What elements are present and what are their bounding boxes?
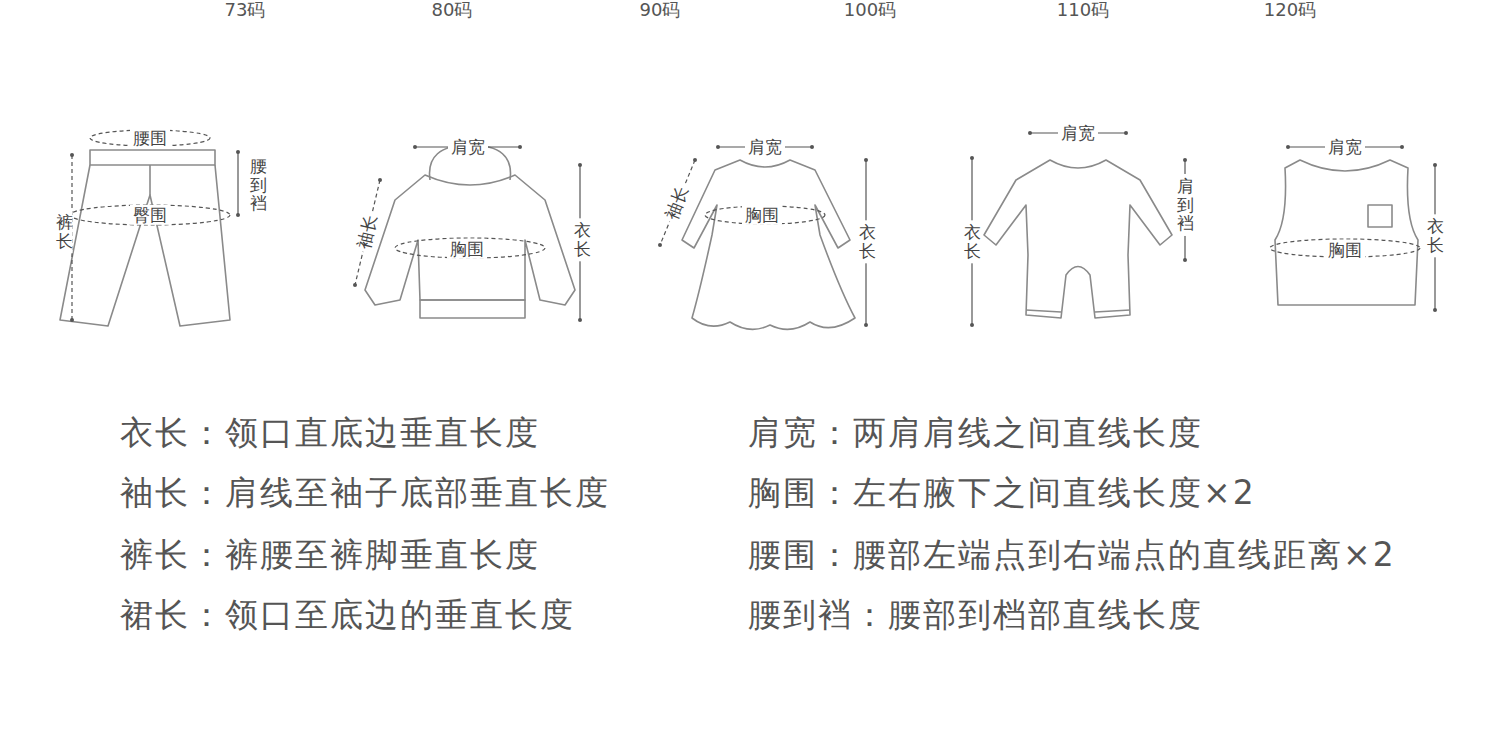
pants-waistband bbox=[90, 150, 215, 165]
size-label: 80码 bbox=[432, 0, 473, 22]
definition-text: 袖长：肩线至袖子底部垂直长度 bbox=[120, 473, 610, 513]
dimension-label: 衣长 bbox=[1427, 214, 1444, 257]
size-label: 110码 bbox=[1057, 0, 1109, 22]
definition-text: 衣长：领口直底边垂直长度 bbox=[120, 413, 540, 453]
dimension-label: 肩到裆 bbox=[1177, 174, 1194, 236]
pants-seam bbox=[149, 165, 151, 195]
dress-outline bbox=[682, 160, 855, 329]
sweater-outline bbox=[365, 175, 575, 305]
dimension-label: 肩宽 bbox=[1058, 123, 1098, 143]
dimension-label: 衣长 bbox=[574, 218, 591, 261]
romper-cuffs bbox=[1026, 310, 1130, 312]
dimension-label: 衣长 bbox=[964, 220, 981, 263]
rise-measure bbox=[237, 152, 238, 215]
vest-outline bbox=[1275, 160, 1418, 305]
dimension-label: 衣长 bbox=[859, 220, 876, 263]
definition-text: 腰围：腰部左端点到右端点的直线距离×2 bbox=[748, 535, 1396, 575]
dimension-label: 袖长 bbox=[353, 210, 382, 254]
dimension-label: 袖长 bbox=[660, 181, 694, 226]
pants-outline bbox=[60, 165, 230, 326]
dimension-label: 腰围 bbox=[130, 128, 170, 148]
dimension-label: 肩宽 bbox=[448, 137, 488, 157]
vest-pocket bbox=[1368, 205, 1392, 227]
dimension-label: 胸围 bbox=[447, 239, 487, 259]
size-label: 90码 bbox=[640, 0, 681, 22]
size-label: 73码 bbox=[225, 0, 266, 22]
dimension-label: 臀围 bbox=[130, 205, 170, 225]
sweater-hem bbox=[420, 300, 525, 318]
definition-text: 胸围：左右腋下之间直线长度×2 bbox=[748, 473, 1256, 513]
romper-outline bbox=[984, 160, 1172, 318]
definition-text: 裙长：领口至底边的垂直长度 bbox=[120, 595, 575, 635]
definition-text: 裤长：裤腰至裤脚垂直长度 bbox=[120, 535, 540, 575]
definition-text: 腰到裆：腰部到档部直线长度 bbox=[748, 595, 1203, 635]
dimension-label: 裤长 bbox=[56, 210, 73, 253]
sleeve-measure bbox=[660, 160, 695, 245]
definition-text: 肩宽：两肩肩线之间直线长度 bbox=[748, 413, 1203, 453]
size-label: 100码 bbox=[844, 0, 896, 22]
size-label: 120码 bbox=[1264, 0, 1316, 22]
hip-measure bbox=[70, 205, 230, 225]
dimension-label: 胸围 bbox=[1325, 240, 1365, 260]
dimension-label: 腰到裆 bbox=[250, 154, 267, 216]
dimension-label: 肩宽 bbox=[745, 137, 785, 157]
dimension-label: 肩宽 bbox=[1325, 137, 1365, 157]
dimension-label: 胸围 bbox=[742, 205, 782, 225]
